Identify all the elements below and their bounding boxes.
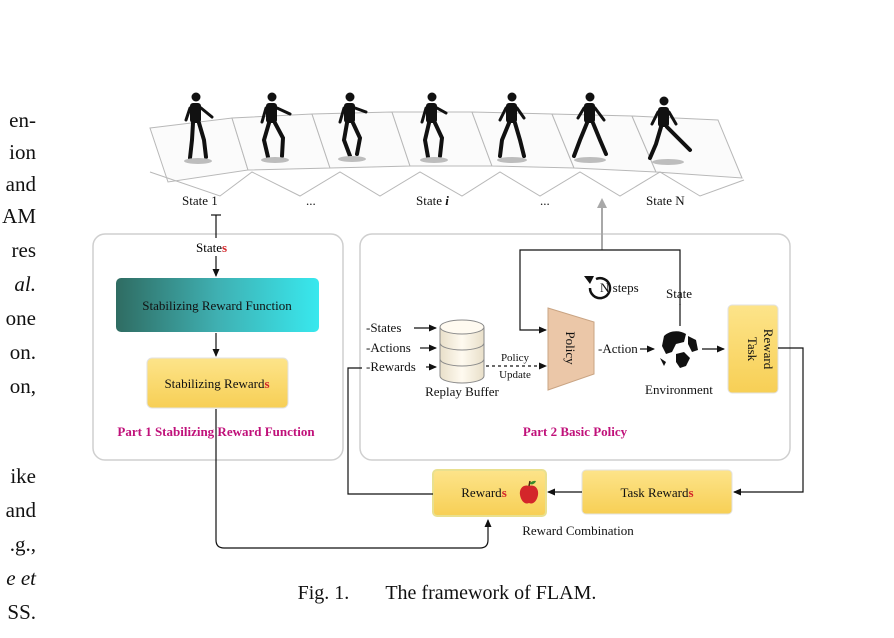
combined-rewards-label: Rewards xyxy=(461,485,507,500)
combined-rewards-box xyxy=(432,469,547,517)
task-reward-label-1: Task xyxy=(745,337,760,362)
caption-text: The framework of FLAM. xyxy=(385,582,597,604)
policy-update-label-1: Policy xyxy=(501,352,530,364)
state-labels: State 1 ... State i ... State N xyxy=(182,193,685,208)
replay-buffer-label: Replay Buffer xyxy=(425,384,499,399)
apple-icon xyxy=(519,480,539,504)
input-actions-label: -Actions xyxy=(366,340,411,355)
paper-line: res xyxy=(11,238,37,262)
environment-label: Environment xyxy=(645,382,713,397)
paper-line: and xyxy=(5,498,36,522)
task-reward-label-2: Reward xyxy=(761,329,776,370)
state-i-label: State i xyxy=(416,193,449,208)
input-states-label: -States xyxy=(366,320,401,335)
paper-line: AM xyxy=(2,204,36,228)
policy-update-label-2: Update xyxy=(499,369,531,381)
env-state-label: State xyxy=(666,286,692,301)
paper-line: ike xyxy=(10,464,36,488)
input-rewards-label: -Rewards xyxy=(366,359,416,374)
paper-line: al. xyxy=(14,272,36,296)
part2-title: Part 2 Basic Policy xyxy=(523,424,628,439)
state-n-label: State N xyxy=(646,193,685,208)
state-1-label: State 1 xyxy=(182,193,218,208)
caption-fig-number: Fig. 1. xyxy=(297,582,350,604)
stabilizing-reward-function-label: Stabilizing Reward Function xyxy=(142,298,292,313)
stabilizing-reward-function-box xyxy=(116,278,319,332)
robot-figure xyxy=(648,96,692,165)
paper-line: SS. xyxy=(7,600,36,624)
robot-figure xyxy=(420,92,448,163)
paper-line: .g., xyxy=(9,532,36,556)
action-label: -Action xyxy=(598,341,638,356)
task-reward-box xyxy=(727,304,779,394)
robot-figures xyxy=(184,92,692,165)
robot-figure xyxy=(338,92,368,162)
stabilizing-rewards-box xyxy=(146,357,289,409)
robot-figure xyxy=(497,92,527,163)
paper-line: on, xyxy=(9,374,36,398)
task-rewards-label: Task Rewards xyxy=(620,485,693,500)
paper-line: one xyxy=(5,306,36,330)
paper-line: ion xyxy=(9,140,36,164)
paper-line: e et xyxy=(6,566,36,590)
ellipsis-label: ... xyxy=(540,193,550,208)
stabilizing-rewards-label: Stabilizing Rewards xyxy=(164,376,269,391)
robot-figure xyxy=(260,92,292,163)
paper-line: en- xyxy=(9,108,36,132)
figure-caption: Fig. 1. The framework of FLAM. xyxy=(0,582,894,605)
replay-inputs: -States -Actions -Rewards xyxy=(366,320,416,374)
reward-combination-label: Reward Combination xyxy=(522,523,634,538)
state-sequence-floor xyxy=(149,111,745,197)
paper-line: and xyxy=(5,172,36,196)
earth-globe-icon xyxy=(657,327,699,369)
ellipsis-label: ... xyxy=(306,193,316,208)
n-steps-label: N steps xyxy=(600,280,639,295)
policy-label: Policy xyxy=(563,331,578,365)
replay-buffer-icon xyxy=(439,319,485,384)
robot-figure xyxy=(572,92,608,163)
part1-states-label: States xyxy=(196,240,227,255)
paper-line: on. xyxy=(9,340,36,364)
cycle-icon xyxy=(584,276,612,300)
robot-figure xyxy=(184,92,214,164)
policy-box xyxy=(547,307,595,391)
